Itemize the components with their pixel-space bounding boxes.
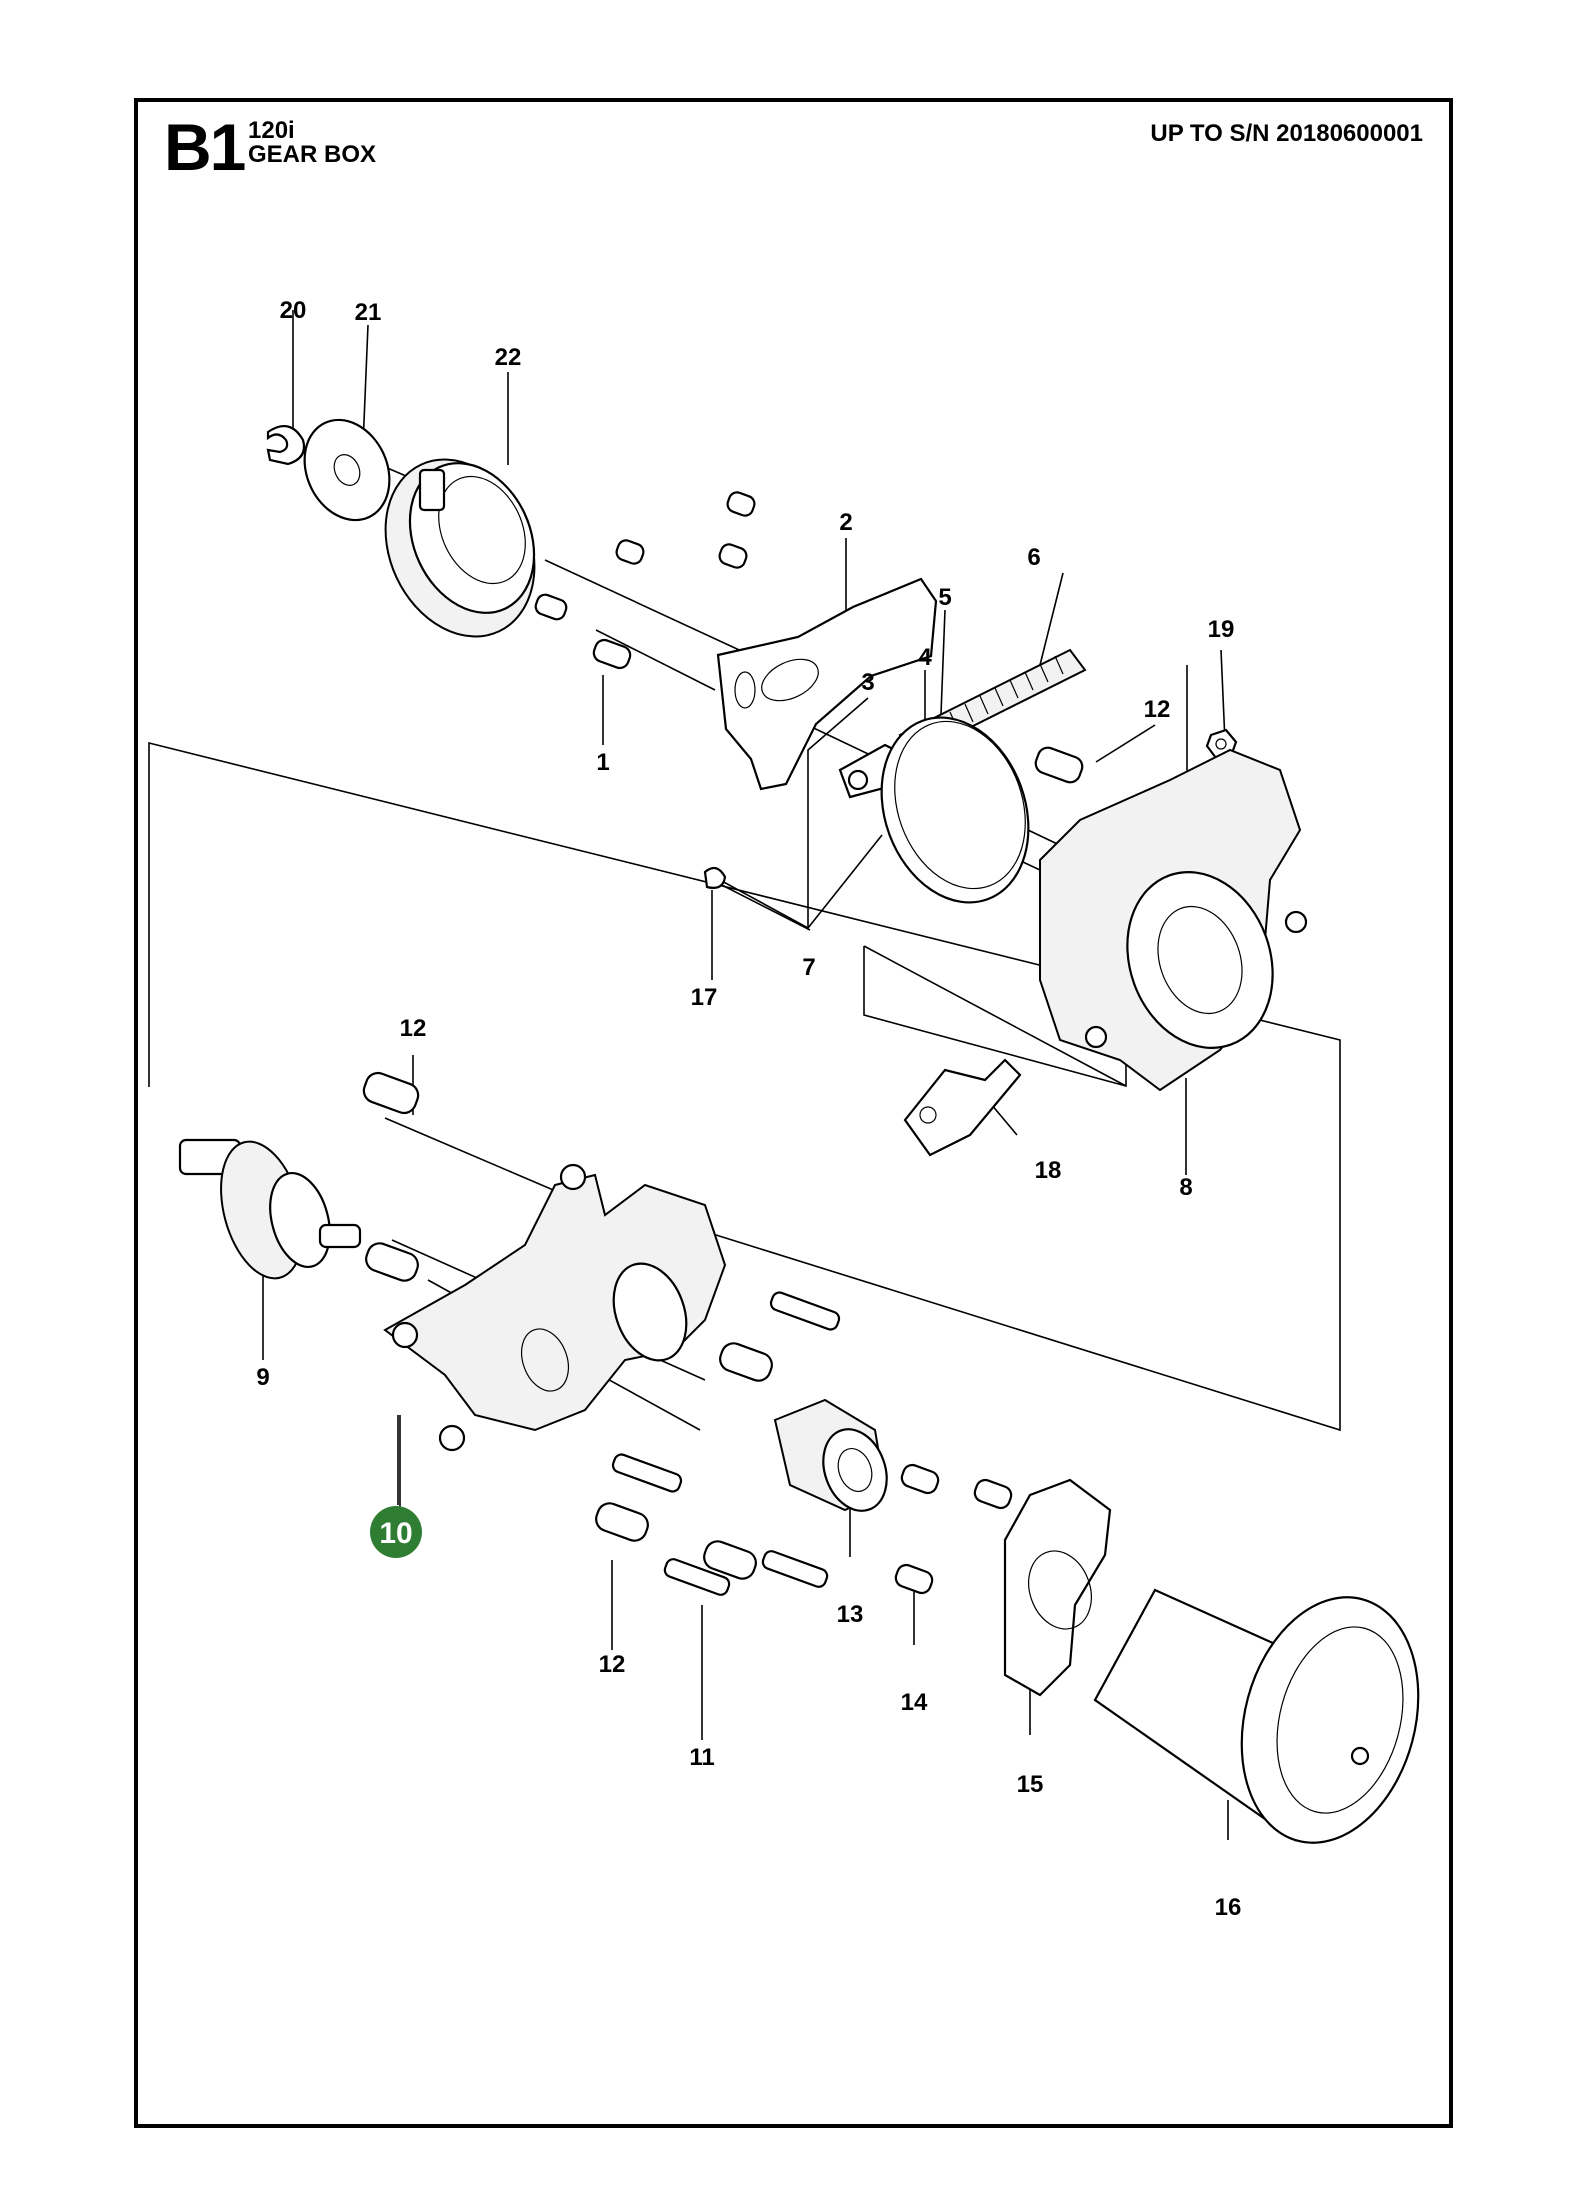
callout-8[interactable]: 8	[1179, 1174, 1192, 1201]
part-14-pins[interactable]	[893, 1463, 1013, 1596]
section-title: GEAR BOX	[248, 141, 377, 168]
callout-12-upper[interactable]: 12	[1144, 696, 1171, 723]
callout-12-left[interactable]: 12	[400, 1015, 427, 1042]
callout-6[interactable]: 6	[1027, 544, 1040, 571]
part-10-housing[interactable]	[383, 1163, 727, 1452]
part-16-motor[interactable]	[1093, 1577, 1444, 1862]
callout-10[interactable]: 10	[379, 1517, 412, 1550]
part-1-pin[interactable]	[591, 638, 632, 671]
part-9-gear-shaft[interactable]	[178, 1133, 362, 1288]
callout-14[interactable]: 14	[901, 1689, 928, 1716]
part-15-flange[interactable]	[1003, 1478, 1112, 1697]
callout-3[interactable]: 3	[861, 669, 874, 696]
callout-2[interactable]: 2	[839, 509, 852, 536]
part-8-housing[interactable]	[1039, 748, 1308, 1092]
callout-21[interactable]: 21	[355, 299, 382, 326]
callout-17[interactable]: 17	[691, 984, 718, 1011]
callout-4[interactable]: 4	[918, 644, 932, 671]
part-12-bolt-left-top[interactable]	[360, 1070, 421, 1117]
callout-5[interactable]: 5	[938, 584, 951, 611]
callout-16[interactable]: 16	[1215, 1894, 1242, 1921]
part-21-washer[interactable]	[289, 406, 405, 534]
part-small-screws[interactable]	[533, 490, 756, 621]
highlight-badge-10[interactable]	[370, 1506, 422, 1558]
part-12-bolt-upper[interactable]	[1033, 745, 1085, 785]
callout-22[interactable]: 22	[495, 344, 522, 371]
callout-7[interactable]: 7	[802, 954, 815, 981]
callout-12-lower[interactable]: 12	[599, 1651, 626, 1678]
part-screws-middle[interactable]	[593, 1291, 841, 1597]
part-20-circlip[interactable]	[266, 424, 306, 466]
part-13-bearing[interactable]	[773, 1398, 898, 1520]
callout-20[interactable]: 20	[280, 297, 307, 324]
callout-13[interactable]: 13	[837, 1601, 864, 1628]
callout-1[interactable]: 1	[596, 749, 609, 776]
part-7-band[interactable]	[857, 697, 1054, 923]
callout-11[interactable]: 11	[689, 1744, 714, 1771]
part-22-clutch-drum[interactable]	[358, 435, 563, 661]
part-12-bolt-left-mid[interactable]	[363, 1240, 421, 1284]
callout-15[interactable]: 15	[1017, 1771, 1044, 1798]
callout-labels: 1 2 3 4 5 6 7 8 9 10 11 12 12 12 13 14 1…	[256, 297, 1241, 1921]
model-name: 120i	[248, 117, 295, 144]
callout-19[interactable]: 19	[1208, 616, 1235, 643]
serial-note: UP TO S/N 20180600001	[1150, 120, 1423, 147]
section-code: B1	[164, 110, 246, 184]
part-17-clip[interactable]	[703, 866, 727, 889]
diagram-frame	[134, 98, 1453, 2128]
part-18-cam[interactable]	[903, 1058, 1022, 1157]
callout-18[interactable]: 18	[1035, 1157, 1062, 1184]
part-2-bracket[interactable]	[716, 577, 938, 791]
callout-9[interactable]: 9	[256, 1364, 269, 1391]
